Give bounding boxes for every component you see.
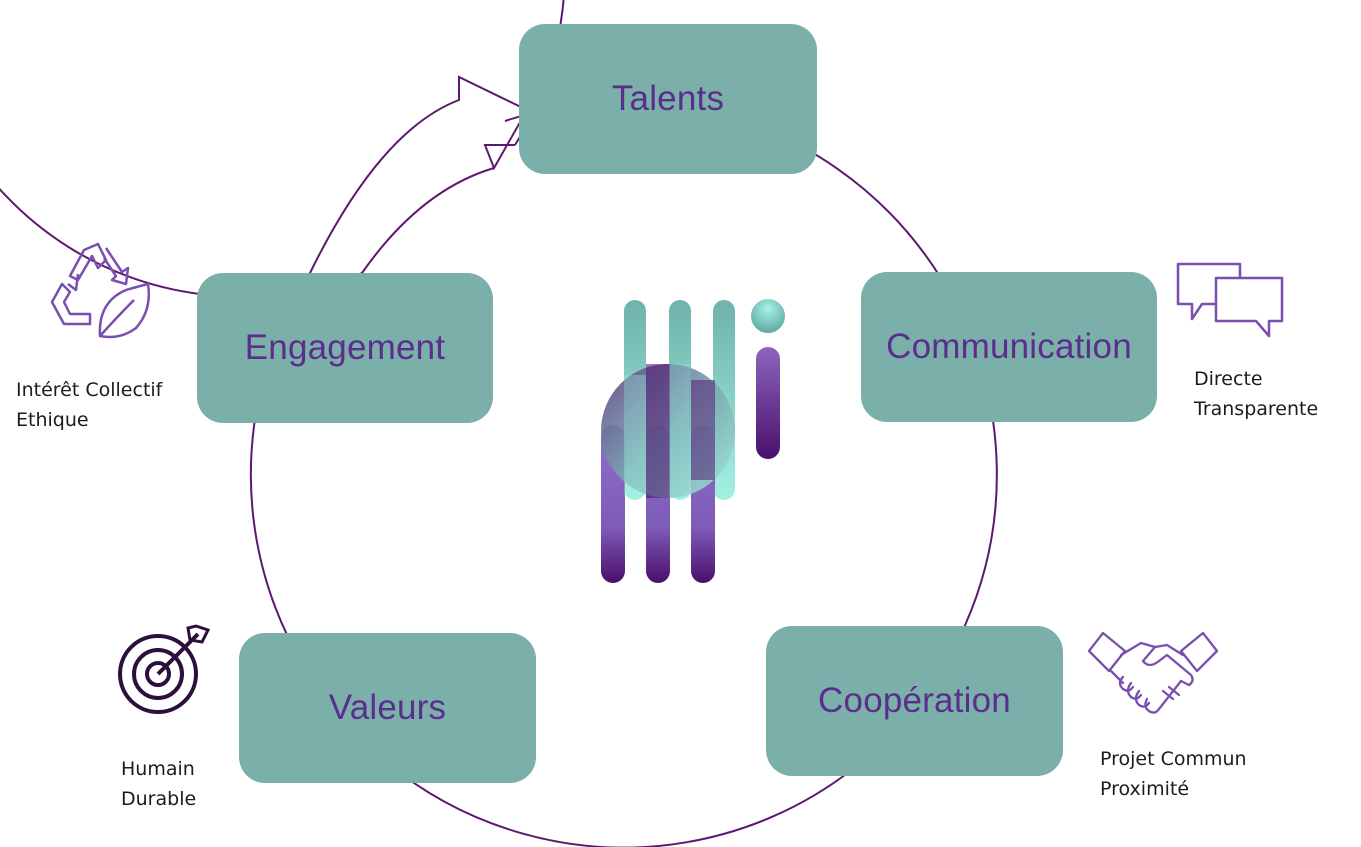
caption-valeurs: Humain Durable <box>121 754 196 814</box>
caption-communication: Directe Transparente <box>1194 364 1318 424</box>
node-valeurs: Valeurs <box>239 633 536 783</box>
handshake-icon <box>1087 631 1219 714</box>
caption-line: Ethique <box>16 409 89 431</box>
caption-line: Projet Commun <box>1100 748 1247 770</box>
node-engagement: Engagement <box>197 273 493 423</box>
recycle-leaf-icon <box>50 242 150 339</box>
caption-line: Proximité <box>1100 778 1190 800</box>
brand-logo <box>601 299 785 583</box>
speech-bubbles-icon <box>1176 262 1284 338</box>
node-cooperation: Coopération <box>766 626 1063 776</box>
node-communication: Communication <box>861 272 1157 422</box>
caption-line: Humain <box>121 758 195 780</box>
caption-engagement: Intérêt Collectif Ethique <box>16 375 162 435</box>
target-arrow-icon <box>118 624 211 714</box>
caption-line: Transparente <box>1194 398 1319 420</box>
node-talents: Talents <box>519 24 817 174</box>
caption-line: Intérêt Collectif <box>16 379 163 401</box>
caption-cooperation: Projet Commun Proximité <box>1100 744 1247 804</box>
caption-line: Durable <box>121 788 197 810</box>
caption-line: Directe <box>1194 368 1263 390</box>
